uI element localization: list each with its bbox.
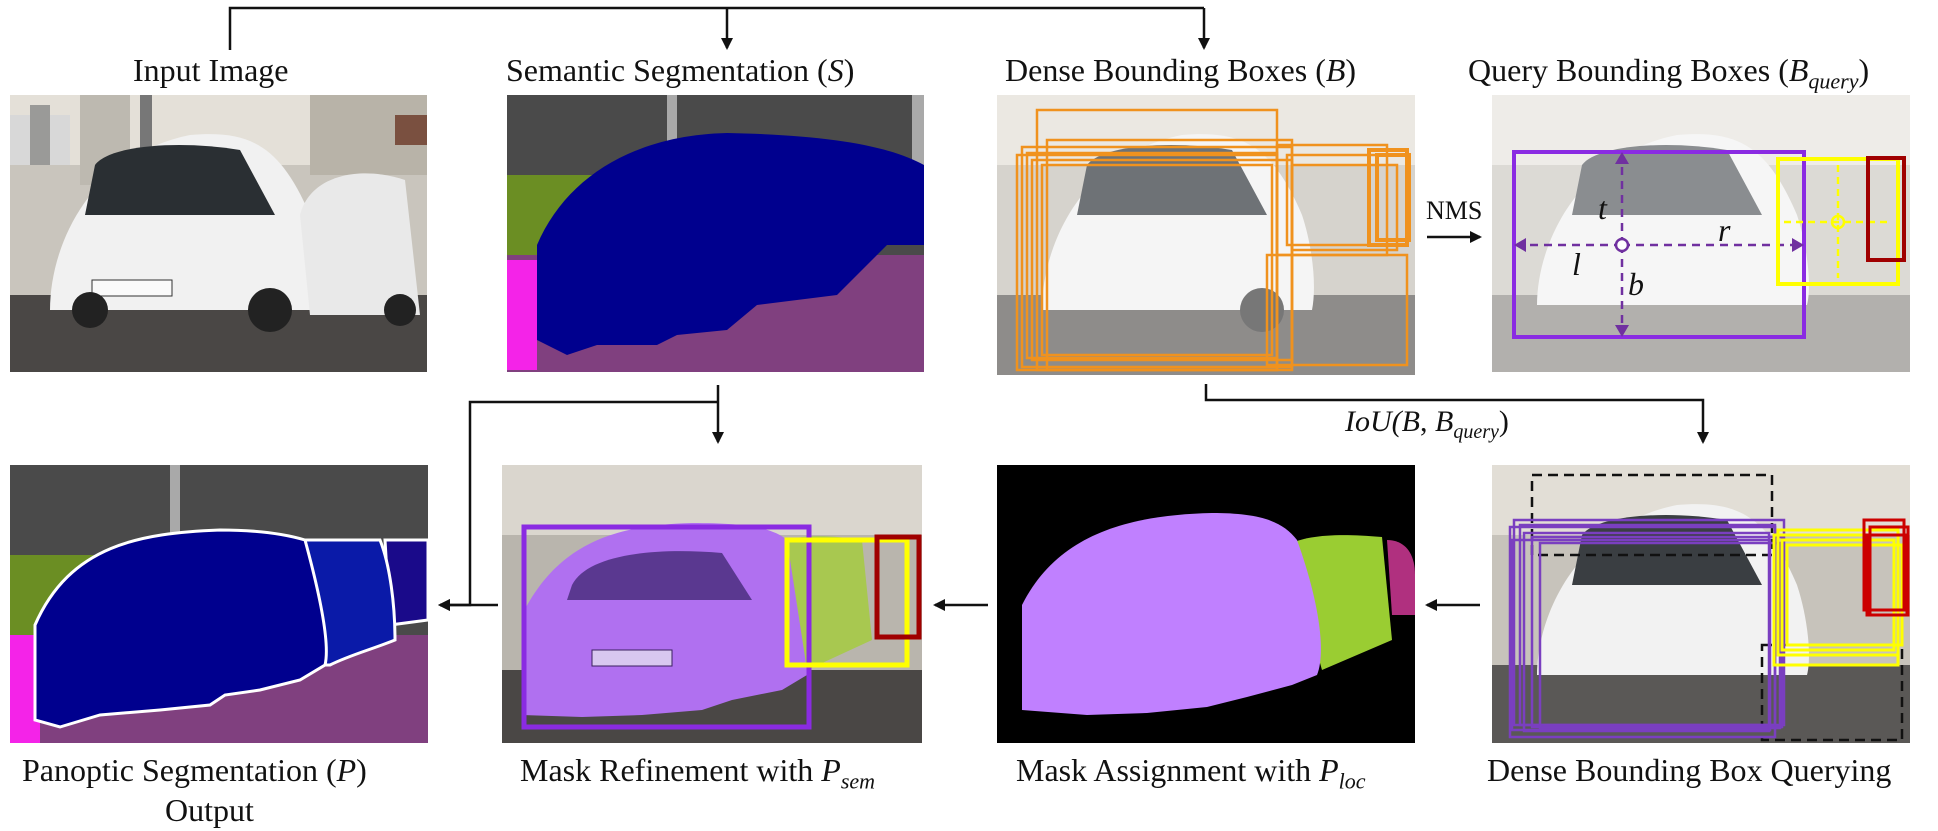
top-branch-arrow — [228, 6, 1210, 50]
mask-refinement — [502, 465, 922, 743]
dense-bounding-boxes-title: Dense Bounding Boxes (B) — [1005, 52, 1357, 88]
iou-arrow — [1204, 384, 1709, 444]
query-boxes-scene — [1492, 95, 1910, 372]
output-title: Output — [165, 792, 254, 828]
panoptic-segmentation — [10, 465, 428, 743]
street-scene — [10, 95, 427, 372]
semantic-segmentation-title: Semantic Segmentation (S) — [506, 52, 855, 88]
input-image — [10, 95, 427, 372]
dense-box-querying — [1492, 465, 1910, 743]
semantic-segmentation — [507, 95, 924, 372]
query-bounding-boxes-title: Query Bounding Boxes (Bquery) — [1468, 52, 1870, 94]
mask-assignment — [997, 465, 1415, 743]
assignment-map — [997, 465, 1415, 743]
input-image-title: Input Image — [133, 52, 289, 88]
offset-r-label: r — [1718, 212, 1731, 248]
query-bounding-boxes — [1492, 95, 1910, 372]
query-box-yellow — [1776, 157, 1900, 286]
offset-l-label: l — [1572, 246, 1581, 282]
querying-scene — [1492, 465, 1910, 743]
mask-assignment-title: Mask Assignment with Ploc — [1016, 752, 1366, 794]
panoptic-map — [10, 465, 428, 743]
panoptic-segmentation-title: Panoptic Segmentation (P) — [22, 752, 367, 788]
dense-boxes-scene — [997, 95, 1415, 375]
dense-box-querying-title: Dense Bounding Box Querying — [1487, 752, 1892, 788]
semantic-map — [507, 95, 924, 372]
query-box-purple — [1512, 150, 1806, 339]
mask-refinement-title: Mask Refinement with Psem — [520, 752, 876, 794]
dense-bounding-boxes — [997, 95, 1415, 375]
offset-t-label: t — [1598, 190, 1607, 226]
nms-label: NMS — [1426, 196, 1483, 225]
offset-b-label: b — [1628, 266, 1644, 302]
refinement-scene — [502, 465, 922, 743]
iou-label: IoU(B, Bquery) — [1345, 405, 1509, 443]
query-box-red — [1866, 156, 1906, 262]
